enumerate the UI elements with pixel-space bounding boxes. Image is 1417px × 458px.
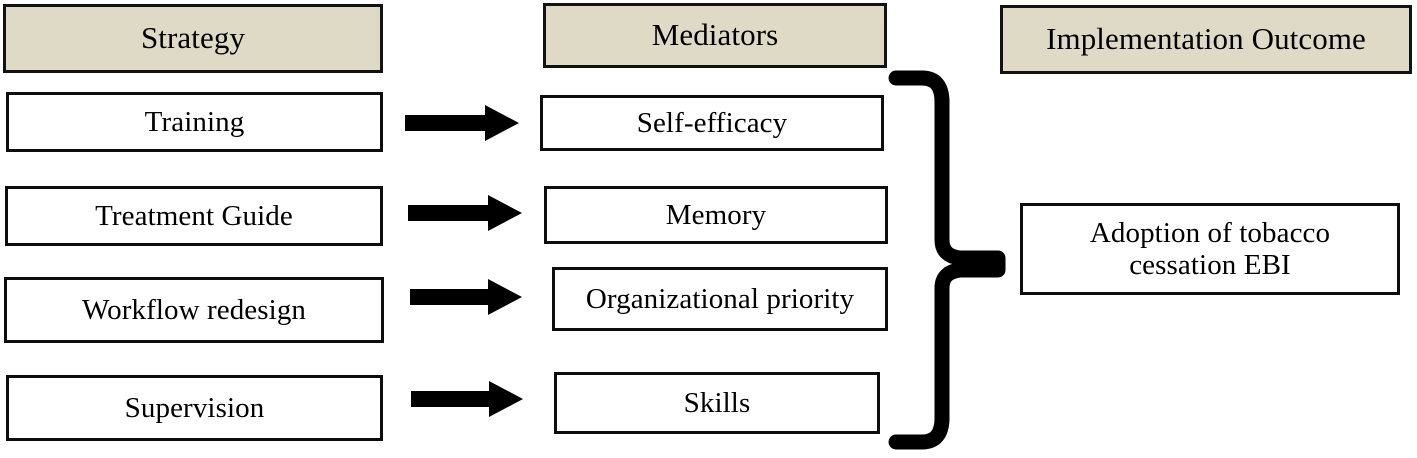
mediator-item-organizational-priority: Organizational priority (552, 267, 888, 331)
mediator-item-memory-label: Memory (665, 198, 767, 231)
right-arrow-icon (403, 104, 521, 142)
strategy-item-training-label: Training (144, 105, 245, 138)
column-header-implementation-outcome-label: Implementation Outcome (1046, 21, 1366, 57)
column-header-strategy-label: Strategy (140, 20, 246, 56)
mediator-item-self-efficacy-label: Self-efficacy (636, 106, 788, 139)
mediator-item-self-efficacy: Self-efficacy (540, 95, 884, 151)
right-curly-brace-icon (888, 70, 1006, 450)
outcome-item-adoption-line2: cessation EBI (1129, 249, 1291, 281)
strategy-item-treatment-guide-label: Treatment Guide (95, 199, 293, 232)
right-arrow-icon (406, 194, 524, 232)
right-arrow-icon (409, 380, 525, 418)
column-header-mediators: Mediators (543, 3, 887, 68)
strategy-item-workflow-redesign-label: Workflow redesign (81, 293, 307, 326)
column-header-implementation-outcome: Implementation Outcome (1000, 5, 1412, 74)
strategy-item-training: Training (6, 92, 383, 152)
column-header-mediators-label: Mediators (651, 17, 779, 53)
strategy-item-supervision: Supervision (6, 375, 383, 441)
strategy-item-supervision-label: Supervision (124, 391, 265, 424)
mediator-item-organizational-priority-label: Organizational priority (585, 282, 855, 315)
mediator-item-skills-label: Skills (683, 386, 751, 419)
right-arrow-icon (408, 278, 524, 316)
mediator-item-skills: Skills (554, 372, 880, 434)
column-header-strategy: Strategy (3, 4, 383, 73)
mediator-item-memory: Memory (544, 186, 888, 244)
outcome-item-adoption-line1: Adoption of tobacco (1089, 216, 1331, 249)
strategy-item-treatment-guide: Treatment Guide (5, 186, 383, 246)
strategy-item-workflow-redesign: Workflow redesign (4, 277, 384, 343)
